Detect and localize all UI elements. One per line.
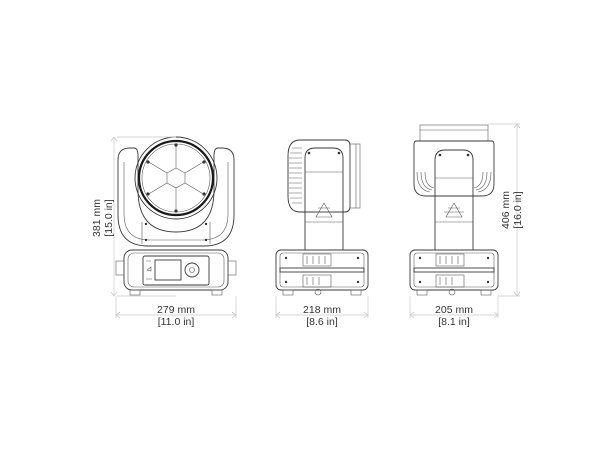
side-width-mm: 218 mm <box>303 304 341 316</box>
side-width-in: [8.6 in] <box>306 316 338 328</box>
rear-width-in: [8.1 in] <box>438 316 470 328</box>
yoke-arm <box>304 147 344 250</box>
yoke <box>117 147 235 247</box>
lens-bezel <box>137 139 215 217</box>
front-height-mm: 381 mm <box>91 199 103 237</box>
rear-width-mm: 205 mm <box>435 304 473 316</box>
head-body <box>413 140 495 197</box>
base <box>275 249 369 291</box>
front-width-in: [11.0 in] <box>158 316 195 328</box>
control-panel <box>142 255 210 286</box>
foot-left <box>129 289 141 296</box>
base <box>409 249 499 291</box>
logo-icon <box>444 202 464 218</box>
front-width-mm: 279 mm <box>157 304 195 316</box>
rear-height-mm: 406 mm <box>500 191 512 229</box>
yoke-arm <box>434 149 474 250</box>
foot-right <box>211 289 223 296</box>
lens-top <box>419 124 489 142</box>
logo-icon <box>314 202 334 218</box>
handle-left <box>115 260 125 276</box>
head-body <box>287 139 351 213</box>
display-screen <box>154 259 182 281</box>
handle-right <box>227 260 237 276</box>
handle-bar <box>279 267 365 273</box>
front-view: 381 mm [15.0 in] 279 mm [11.0 in] <box>91 136 237 328</box>
cooling-fins <box>289 147 302 204</box>
lens-front <box>349 143 361 209</box>
hex-lens-array <box>146 145 206 211</box>
rear-view: 205 mm [8.1 in] 406 mm [16.0 in] <box>409 123 524 328</box>
front-height-in: [15.0 in] <box>103 199 115 236</box>
control-buttons <box>184 262 200 278</box>
cooling-fins <box>416 171 492 193</box>
handle-bar <box>413 267 495 273</box>
connector-panel <box>302 253 332 288</box>
rear-height-in: [16.0 in] <box>512 191 524 228</box>
side-view: 218 mm [8.6 in] <box>275 139 369 328</box>
connector-panel <box>435 253 465 288</box>
